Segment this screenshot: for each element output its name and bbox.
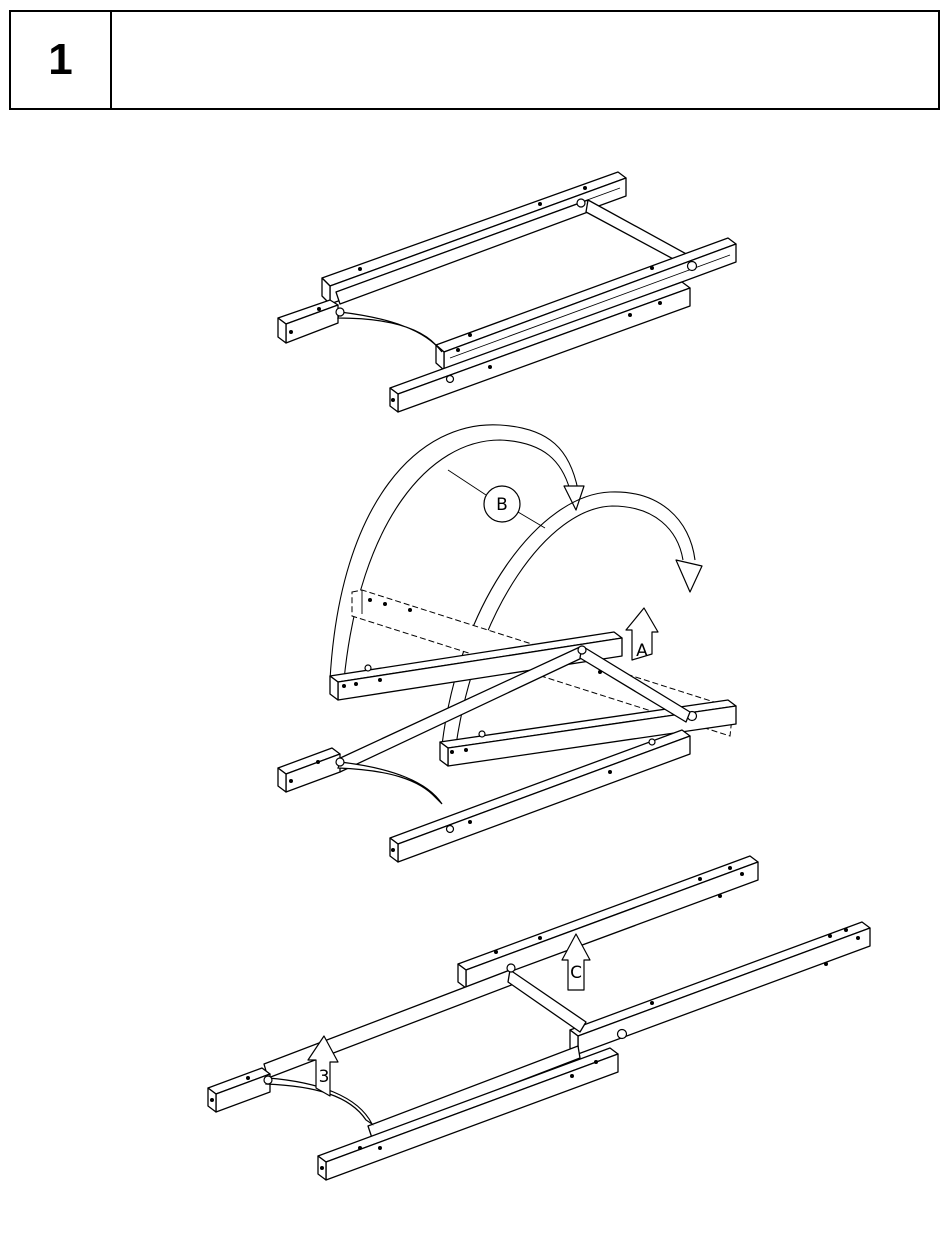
label-a: A <box>636 641 648 661</box>
rail-front-top <box>436 238 736 370</box>
swing-arrow-b <box>564 486 584 510</box>
crossbar-back <box>336 200 588 304</box>
rail-open-left <box>208 1068 270 1112</box>
figure-frame-closed <box>278 172 736 412</box>
rail-open-back <box>458 856 758 988</box>
rail-open-front <box>570 922 870 1054</box>
label-b: B <box>496 495 508 515</box>
pivot-bolt <box>336 308 344 316</box>
rail-front-bottom <box>390 282 690 412</box>
figure-frame-folding: B <box>278 425 736 862</box>
figure-frame-open: C 3 <box>208 856 870 1180</box>
strap <box>338 312 442 352</box>
rail-folding-bottom-left <box>278 748 340 792</box>
strap-folding <box>338 762 442 804</box>
crossbar-open-left <box>264 970 514 1078</box>
rail-left-lower <box>278 300 338 343</box>
rail-right-rising <box>440 700 736 766</box>
label-3: 3 <box>319 1067 330 1087</box>
label-c: C <box>570 963 582 983</box>
swing-arrow-front <box>676 560 702 592</box>
